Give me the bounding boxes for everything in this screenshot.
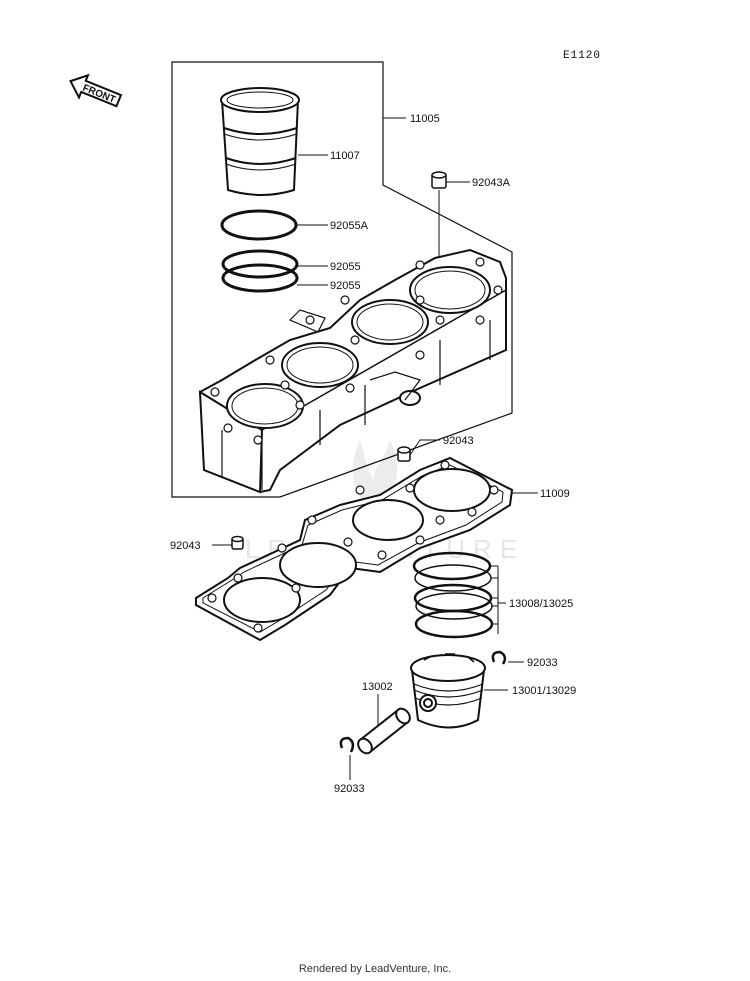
label-92055-lower[interactable]: 92055 — [330, 280, 361, 292]
label-92043-lower[interactable]: 92043 — [170, 540, 201, 552]
cylinder-block — [198, 248, 507, 494]
label-13001-13029[interactable]: 13001/13029 — [512, 685, 576, 697]
label-92033-bottom[interactable]: 92033 — [334, 783, 365, 795]
piston-ring-set — [412, 551, 494, 639]
label-92055a[interactable]: 92055A — [330, 220, 369, 232]
label-13008-13025[interactable]: 13008/13025 — [509, 598, 573, 610]
footer-credit: Rendered by LeadVenture, Inc. — [298, 963, 452, 975]
front-arrow-icon: FRONT — [69, 73, 123, 108]
dowel-pin-92043-lower — [231, 535, 244, 550]
o-ring-92055a — [220, 209, 298, 241]
label-13002[interactable]: 13002 — [362, 681, 393, 693]
o-ring-92055-upper — [221, 249, 299, 279]
label-92033-right[interactable]: 92033 — [527, 657, 558, 669]
label-11005[interactable]: 11005 — [410, 113, 440, 125]
label-92043-upper[interactable]: 92043 — [443, 435, 474, 447]
leader-lines — [212, 117, 538, 780]
label-92043a[interactable]: 92043A — [472, 177, 511, 189]
circlip-right — [491, 650, 507, 665]
piston — [410, 653, 486, 729]
diagram-code: E1120 — [563, 50, 601, 62]
o-ring-92055-lower — [221, 263, 299, 293]
cylinder-sleeve — [220, 87, 300, 196]
circlip-left — [339, 736, 355, 753]
cylinder-head-gasket — [195, 456, 514, 642]
piston-pin — [357, 707, 411, 755]
label-11007[interactable]: 11007 — [330, 150, 360, 162]
dowel-pin-92043-upper — [397, 446, 411, 462]
label-11009[interactable]: 11009 — [540, 488, 570, 500]
assembly-bracket — [171, 61, 513, 498]
label-92055-upper[interactable]: 92055 — [330, 261, 361, 273]
